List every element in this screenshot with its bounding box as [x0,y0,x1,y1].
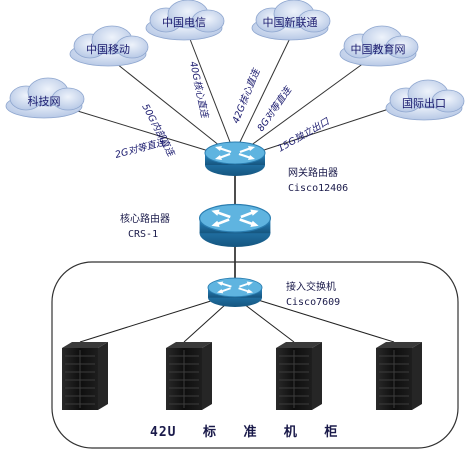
access-model: Cisco7609 [286,297,340,308]
cloud-label: 中国教育网 [351,42,406,56]
server-rack-icon [375,341,423,411]
access-switch [207,277,263,308]
server-rack-icon [275,341,323,411]
cloud-keji: 科技网 [5,77,85,119]
uplink-jiaoyu [249,59,369,147]
uplink-guoji [257,101,411,153]
core-router [198,203,272,249]
server-rack-4 [375,341,423,411]
cloud-yidong: 中国移动 [69,25,149,67]
cloud-label: 科技网 [28,94,61,108]
link-label-jiaoyu: 8G对等直连 [255,83,295,133]
server-rack-3 [275,341,323,411]
gateway-router [203,140,267,178]
access-links [79,299,395,343]
router-icon [203,140,267,178]
cloud-guoji: 国际出口 [385,79,465,121]
cloud-label: 中国电信 [162,16,206,29]
server-rack-2 [165,341,213,411]
server-rack-1 [61,341,109,411]
gateway-name: 网关路由器 [288,166,338,179]
core-model: CRS-1 [128,229,158,240]
rack-enclosure [51,261,459,449]
uplink-liantong [239,33,293,143]
cloud-dianxin: 中国电信 [145,0,225,41]
link-label-liantong: 42G核心直连 [230,66,263,125]
cloud-label: 中国新联通 [263,15,318,29]
uplink-dianxin [187,33,231,143]
server-rack-icon [165,341,213,411]
uplink-yidong [111,59,221,147]
rack-caption: 42U 标 准 机 柜 [150,424,338,440]
gateway-model: Cisco12406 [288,183,348,194]
core-name: 核心路由器 [120,212,170,225]
cloud-jiaoyu: 中国教育网 [339,25,419,67]
access-name: 接入交换机 [286,280,336,293]
cloud-label: 中国移动 [86,43,130,56]
router-icon [198,203,272,249]
router-icon [207,277,263,308]
server-rack-icon [61,341,109,411]
cloud-label: 国际出口 [402,96,446,110]
cloud-liantong: 中国新联通 [251,0,331,41]
link-label-dianxin: 40G核心直连 [187,60,211,120]
